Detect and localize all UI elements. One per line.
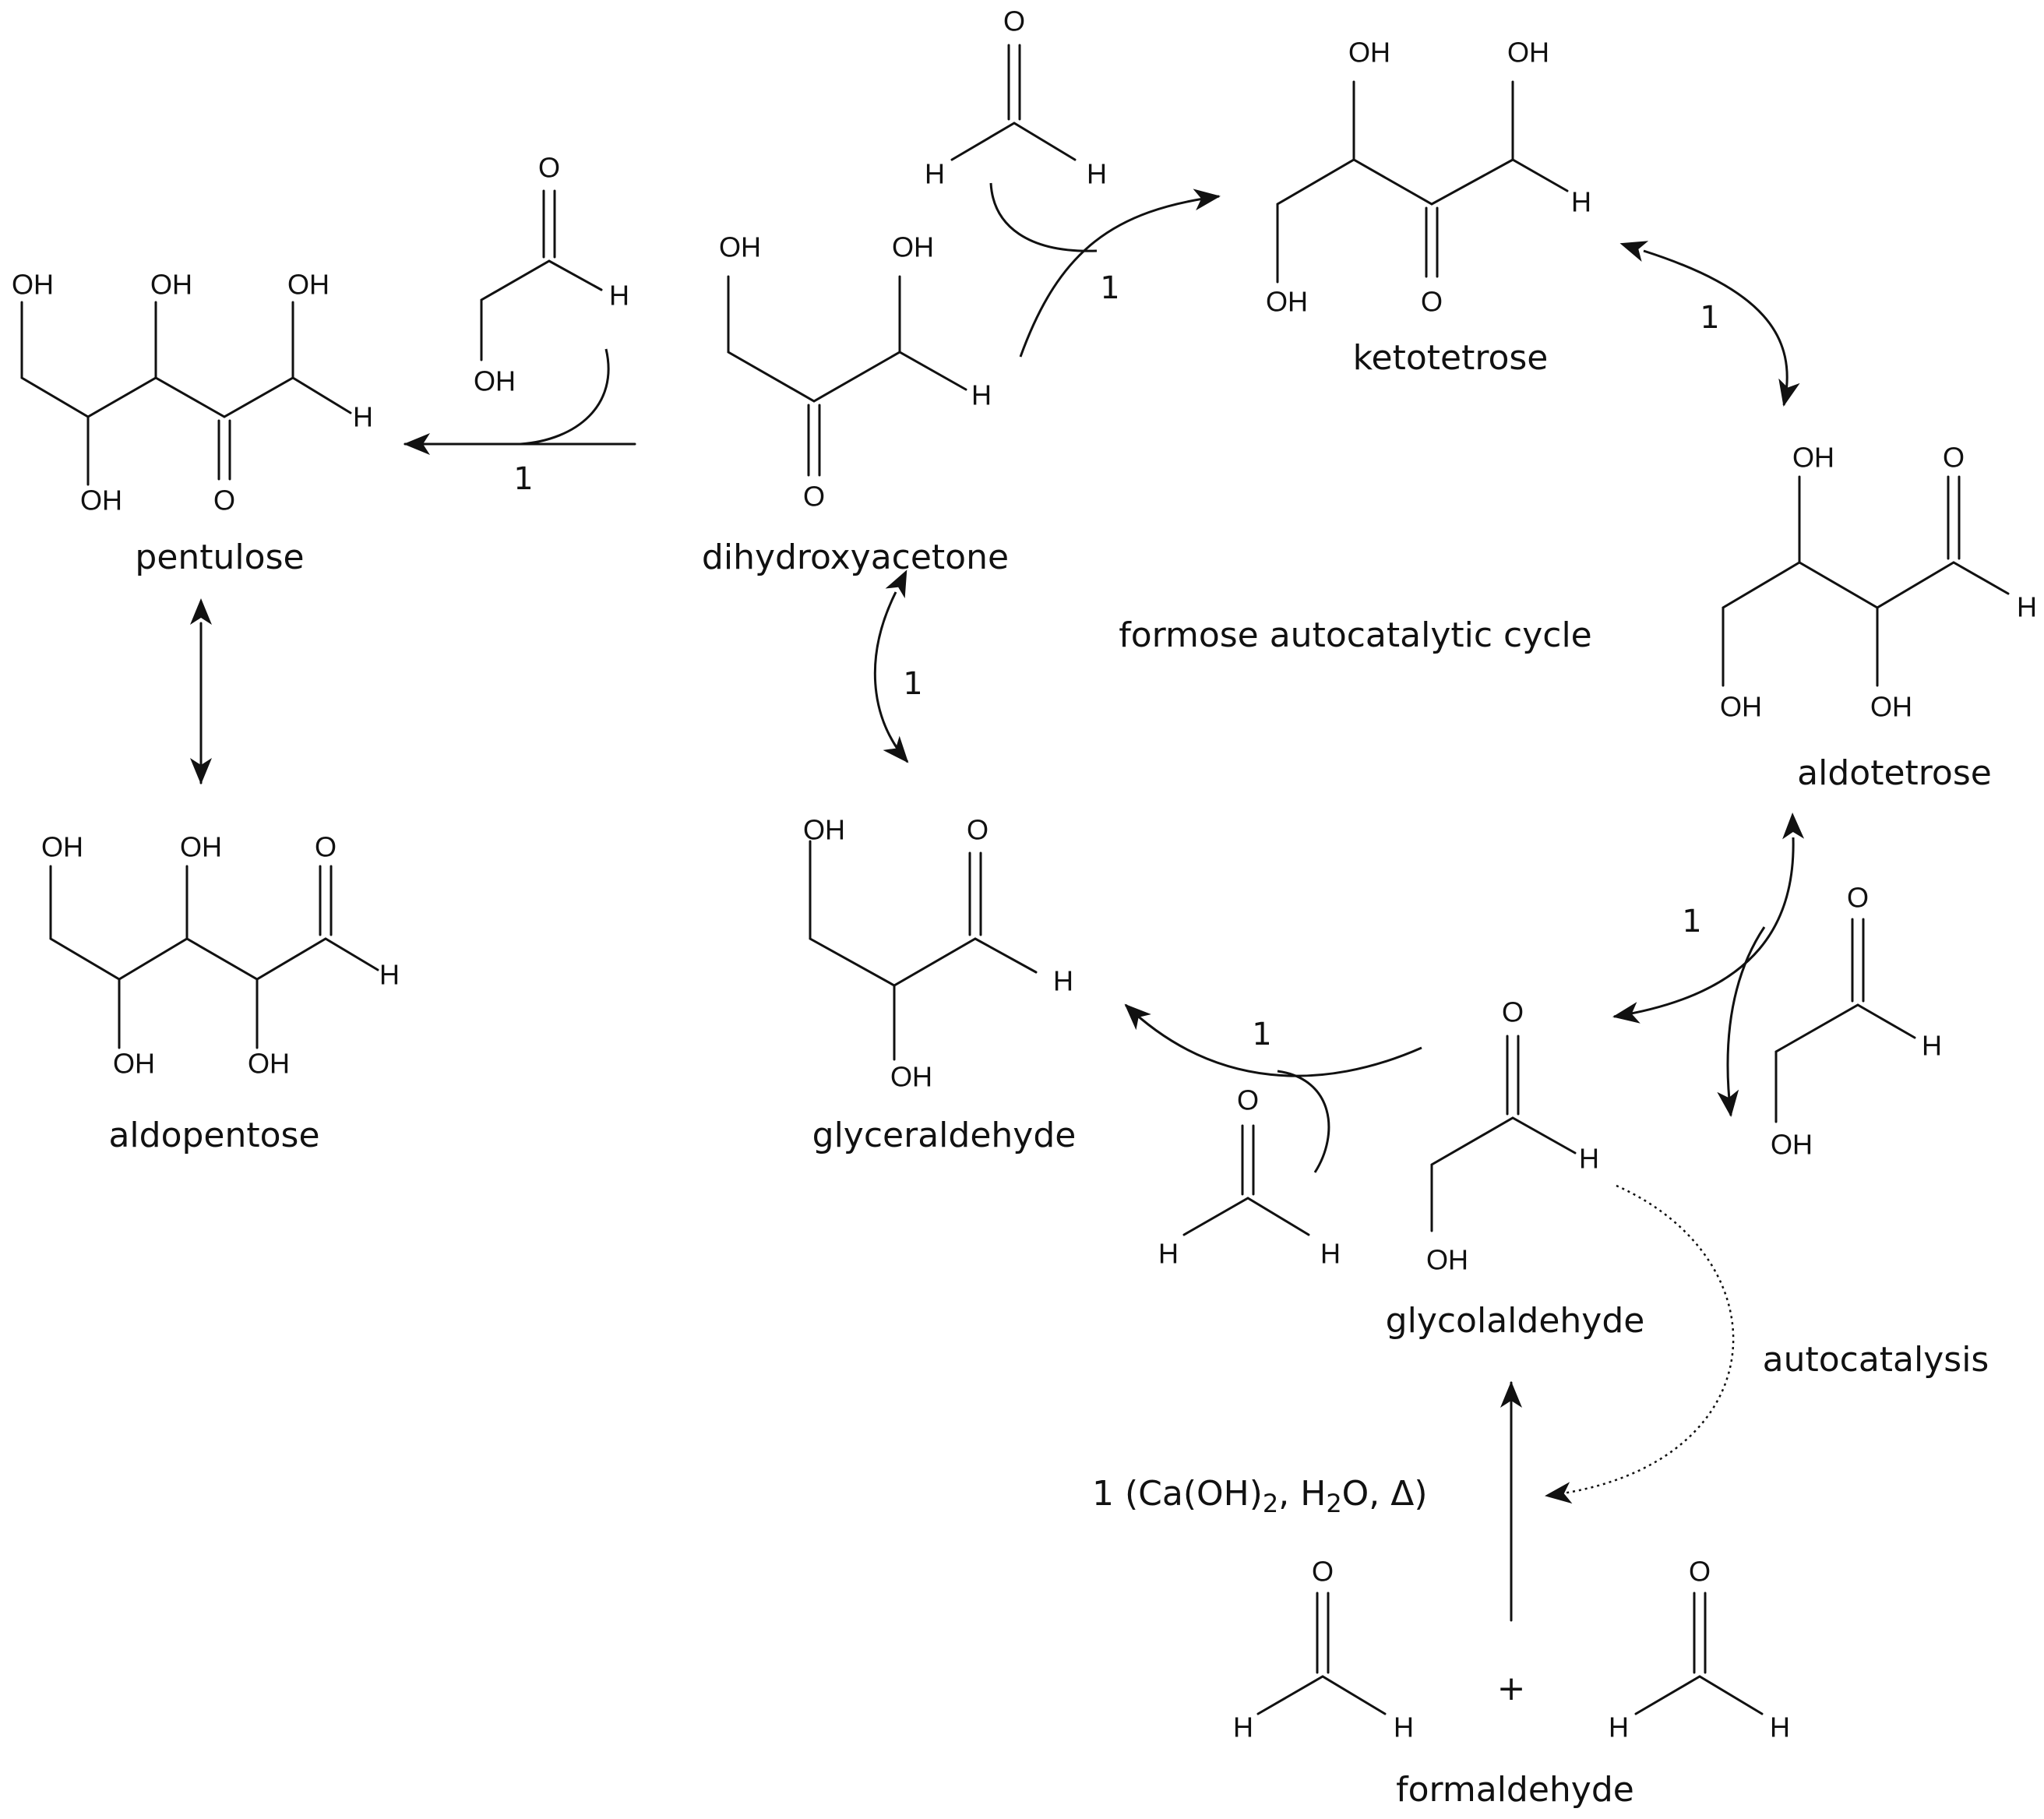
atom-h: H bbox=[1233, 1711, 1253, 1743]
label-dihydroxyacetone: dihydroxyacetone bbox=[702, 538, 1009, 577]
formaldehyde-reagent-middle: O H H bbox=[1158, 1084, 1341, 1270]
atom-o: O bbox=[1312, 1556, 1334, 1588]
label-glyceraldehyde: glyceraldehyde bbox=[812, 1116, 1077, 1155]
atom-oh: OH bbox=[890, 1061, 932, 1093]
equilibrium-arrow bbox=[1619, 241, 1800, 407]
atom-h: H bbox=[1922, 1030, 1942, 1062]
atom-oh: OH bbox=[150, 269, 192, 301]
atom-oh: OH bbox=[80, 485, 122, 516]
atom-h: H bbox=[971, 379, 992, 411]
reagent-curve bbox=[989, 182, 1098, 252]
reagent-curve bbox=[520, 348, 610, 446]
atom-oh: OH bbox=[1348, 37, 1390, 69]
label-ketotetrose: ketotetrose bbox=[1353, 338, 1549, 378]
equilibrium-arrow bbox=[873, 569, 909, 763]
aldotetrose-structure: OH O H OH OH bbox=[1720, 442, 2037, 723]
step-label: 1 bbox=[513, 461, 533, 497]
plus-sign: + bbox=[1497, 1669, 1526, 1708]
reaction-arrow bbox=[1717, 926, 1766, 1117]
atom-h: H bbox=[1579, 1143, 1599, 1175]
atom-oh: OH bbox=[1507, 37, 1549, 69]
atom-oh: OH bbox=[1792, 442, 1834, 474]
atom-h: H bbox=[1609, 1711, 1629, 1743]
atom-oh: OH bbox=[1771, 1129, 1813, 1161]
atom-o: O bbox=[1421, 286, 1443, 318]
atom-oh: OH bbox=[803, 814, 845, 846]
reagent-curve bbox=[1277, 1070, 1330, 1173]
reaction-arrow bbox=[1124, 1003, 1422, 1077]
atom-oh: OH bbox=[1266, 286, 1308, 318]
atom-o: O bbox=[803, 481, 825, 513]
step-label: 1 bbox=[1700, 300, 1719, 336]
glycolaldehyde-structure: O H OH bbox=[1426, 996, 1599, 1276]
atom-oh: OH bbox=[474, 365, 516, 397]
atom-o: O bbox=[1237, 1084, 1259, 1116]
reaction-conditions: 1 (Ca(OH)2, H2O, Δ) bbox=[1092, 1474, 1428, 1518]
glyceraldehyde-structure: OH O H OH bbox=[803, 814, 1073, 1093]
atom-oh: OH bbox=[41, 831, 83, 863]
atom-o: O bbox=[538, 152, 560, 184]
label-glycolaldehyde: glycolaldehyde bbox=[1386, 1301, 1645, 1341]
step-label: 1 bbox=[903, 666, 922, 702]
dihydroxyacetone-structure: OH OH H O bbox=[719, 231, 992, 513]
atom-o: O bbox=[1003, 5, 1025, 37]
autocatalysis-arrow bbox=[1545, 1184, 1735, 1504]
atom-h: H bbox=[379, 959, 400, 991]
step-label: 1 bbox=[1682, 904, 1701, 939]
pentulose-structure: OH OH OH OH O H bbox=[12, 269, 373, 516]
atom-oh: OH bbox=[892, 231, 934, 263]
atom-oh: OH bbox=[287, 269, 330, 301]
atom-o: O bbox=[1689, 1556, 1711, 1588]
atom-h: H bbox=[925, 158, 945, 190]
glycolaldehyde-reagent-top: O H OH bbox=[474, 152, 629, 397]
atom-h: H bbox=[1394, 1711, 1414, 1743]
step-label: 1 bbox=[1252, 1017, 1271, 1052]
formaldehyde-structure-left: O H H bbox=[1233, 1556, 1414, 1743]
atom-oh: OH bbox=[248, 1048, 290, 1080]
atom-oh: OH bbox=[1426, 1244, 1468, 1276]
atom-oh: OH bbox=[113, 1048, 155, 1080]
ketotetrose-structure: OH OH H OH O bbox=[1266, 37, 1591, 318]
glycolaldehyde-reagent-right: O H OH bbox=[1771, 882, 1942, 1161]
atom-o: O bbox=[213, 485, 235, 516]
atom-oh: OH bbox=[719, 231, 761, 263]
atom-oh: OH bbox=[1720, 691, 1762, 723]
formaldehyde-reagent-top: O H H bbox=[925, 5, 1107, 190]
atom-oh: OH bbox=[1870, 691, 1912, 723]
formaldehyde-structure-right: O H H bbox=[1609, 1556, 1790, 1743]
atom-oh: OH bbox=[180, 831, 222, 863]
atom-h: H bbox=[1158, 1238, 1179, 1270]
step-label: 1 bbox=[1100, 270, 1119, 306]
diagram-title: formose autocatalytic cycle bbox=[1119, 615, 1592, 655]
atom-o: O bbox=[315, 831, 337, 863]
aldopentose-structure: OH OH O H OH OH bbox=[41, 831, 400, 1080]
atom-o: O bbox=[1502, 996, 1524, 1028]
atom-h: H bbox=[1053, 965, 1073, 997]
atom-o: O bbox=[1943, 442, 1965, 474]
atom-o: O bbox=[967, 814, 989, 846]
atom-o: O bbox=[1847, 882, 1869, 914]
label-pentulose: pentulose bbox=[135, 538, 304, 577]
atom-h: H bbox=[1087, 158, 1107, 190]
label-autocatalysis: autocatalysis bbox=[1763, 1340, 1989, 1380]
label-formaldehyde: formaldehyde bbox=[1396, 1770, 1634, 1810]
label-aldotetrose: aldotetrose bbox=[1797, 753, 1992, 793]
label-aldopentose: aldopentose bbox=[108, 1116, 319, 1155]
atom-oh: OH bbox=[12, 269, 54, 301]
atom-h: H bbox=[1770, 1711, 1790, 1743]
atom-h: H bbox=[2017, 591, 2037, 623]
reaction-arrow bbox=[1019, 189, 1221, 358]
atom-h: H bbox=[353, 401, 373, 433]
atom-h: H bbox=[1320, 1238, 1341, 1270]
atom-h: H bbox=[609, 280, 629, 312]
reaction-arrow bbox=[1612, 813, 1805, 1024]
atom-h: H bbox=[1571, 186, 1591, 218]
